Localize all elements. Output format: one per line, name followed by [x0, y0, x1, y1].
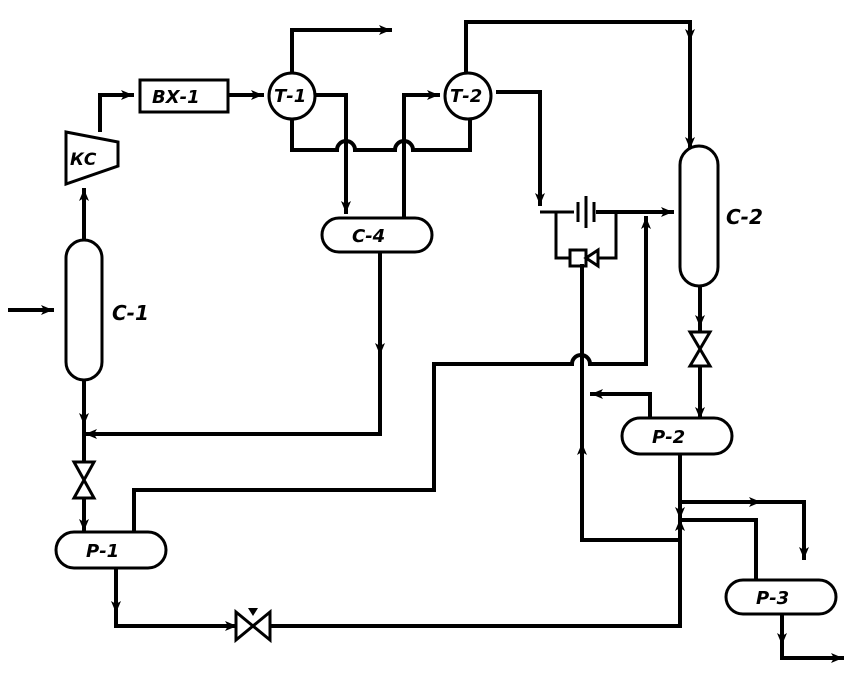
bypass-left: [554, 212, 570, 260]
heat-exchanger-t1: [267, 71, 317, 121]
separator-c4: [320, 216, 434, 254]
vessel-p3: [724, 578, 838, 616]
valve-1: [71, 460, 97, 500]
heat-exchanger-t2: [443, 71, 493, 121]
p3-outlet-pipe: [780, 610, 844, 663]
valves: [71, 330, 713, 644]
c4-label: С-4: [352, 226, 385, 247]
column-c1: [64, 238, 104, 382]
t2-label: Т-2: [450, 86, 482, 107]
c4-to-t2-pipe: [402, 90, 440, 220]
p1-top-to-c2-pipe: [132, 216, 651, 534]
p2-label: Р-2: [652, 427, 685, 448]
valve2-to-p2-pipe: [268, 538, 682, 628]
ks-label: КС: [70, 150, 97, 170]
column-c2: [678, 144, 720, 288]
junction-to-p3-pipe: [678, 500, 809, 560]
valve-3: [687, 330, 713, 368]
t1-bottom-to-t2-pipe: [290, 116, 472, 152]
p1-bottom-pipe: [114, 564, 238, 631]
vessel-p2: [620, 416, 734, 456]
cooler-vx1: [138, 78, 230, 114]
valve-2: [234, 608, 272, 644]
equipment: КС ВХ-1 Т-1 Т-2 С-1 С-2 С-4 Р-1 Р-2 Р-3: [54, 71, 838, 616]
ks-to-vx1-pipe: [98, 90, 134, 132]
p2-top-return-pipe: [590, 389, 652, 422]
c4-bottom-pipe: [84, 248, 382, 439]
compressor-ks: [64, 130, 120, 187]
t1-label: Т-1: [274, 86, 306, 107]
t1-top-outlet-pipe: [290, 25, 392, 77]
valve-2-actuator: [248, 608, 258, 616]
pipelines: [8, 20, 844, 663]
control-valve-actuator: [583, 247, 600, 269]
t2-to-valve-pipe: [496, 90, 545, 206]
junction-lower-pipe: [678, 518, 758, 582]
vx1-label: ВХ-1: [152, 87, 200, 108]
t2-top-to-c2-pipe: [464, 20, 695, 150]
c1-label: С-1: [112, 301, 149, 325]
c2-label: С-2: [726, 205, 763, 229]
vessel-p1: [54, 530, 168, 570]
bypass-right: [594, 212, 618, 260]
recycle-to-valve-pipe: [580, 264, 682, 542]
t1-to-c4-pipe: [316, 93, 351, 214]
p3-label: Р-3: [756, 588, 789, 609]
p1-label: Р-1: [86, 541, 119, 562]
